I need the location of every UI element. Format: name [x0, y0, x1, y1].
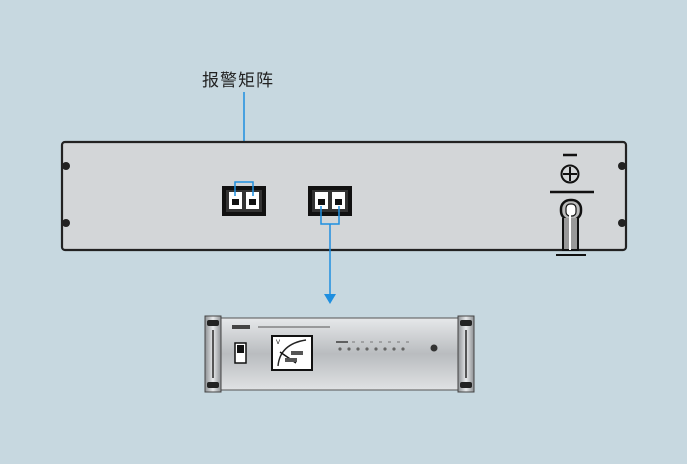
rack-slot-icon — [460, 320, 472, 326]
screw-icon — [618, 219, 626, 227]
terminal-block-output — [308, 186, 352, 225]
screw-icon — [62, 219, 70, 227]
knob-icon — [430, 344, 438, 352]
terminal-block-alarm — [222, 181, 266, 216]
rack-slot-icon — [207, 382, 219, 388]
screw-icon — [618, 162, 626, 170]
rack-unit-device: V — [204, 315, 475, 393]
ground-plus-icon — [550, 153, 594, 194]
svg-text:V: V — [276, 339, 281, 346]
rack-slot-icon — [207, 320, 219, 326]
screw-icon — [62, 162, 70, 170]
ground-cable — [556, 198, 586, 256]
led-indicator-row — [336, 341, 410, 351]
alarm-matrix-label: 报警矩阵 — [202, 71, 274, 91]
rack-slot-icon — [460, 382, 472, 388]
arrow-terminal-to-rack — [324, 224, 336, 304]
